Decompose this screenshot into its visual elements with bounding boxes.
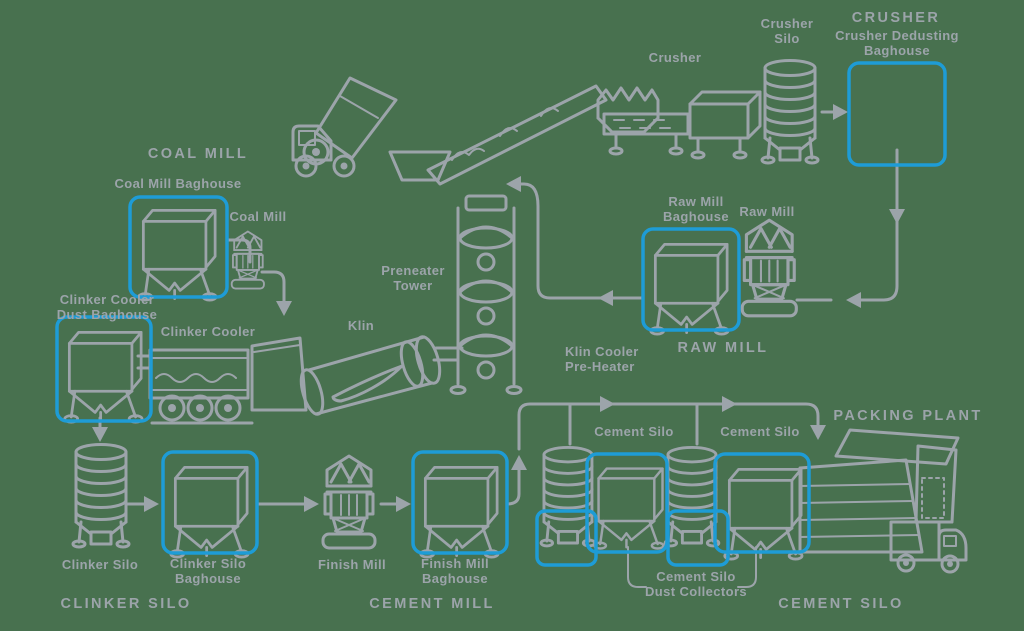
- label-raw-mill: Raw Mill: [739, 204, 795, 219]
- clinker-cooler-dust-baghouse-icon: [63, 330, 144, 424]
- raw-mill-icon: [740, 218, 798, 318]
- finish-mill-baghouse-icon: [419, 465, 500, 559]
- label-kiln: Klin: [347, 318, 375, 333]
- cement-silo-2-icon: [663, 446, 721, 548]
- label-cement-silo-2: Cement Silo: [720, 424, 800, 439]
- heading-crusher: CRUSHER: [851, 10, 941, 26]
- highlight-box-dust-collector-1: [535, 509, 598, 567]
- label-clinker-silo: Clinker Silo: [61, 557, 139, 572]
- label-finish-mill-baghouse: Finish Mill Baghouse: [421, 556, 489, 587]
- coal-mill-baghouse-icon: [137, 208, 218, 302]
- label-kiln-cooler-preheater: Klin Cooler Pre-Heater: [565, 344, 639, 375]
- heading-coal-mill: COAL MILL: [147, 146, 249, 162]
- label-coal-mill-baghouse: Coal Mill Baghouse: [114, 176, 242, 191]
- highlight-box-cement-baghouse-2: [713, 452, 811, 554]
- cement-silo-baghouse-1-icon: [593, 467, 665, 550]
- flow-arrow: [506, 176, 644, 306]
- label-clinker-cooler-dust-baghouse: Clinker Cooler Dust Baghouse: [56, 292, 158, 323]
- highlight-box-dust-collector-2: [666, 509, 730, 567]
- label-finish-mill: Finish Mill: [318, 557, 386, 572]
- delivery-truck-icon: [889, 520, 968, 574]
- highlight-boxes: [55, 61, 947, 567]
- heading-raw-mill: RAW MILL: [677, 340, 769, 356]
- heading-packing-plant: PACKING PLANT: [833, 408, 983, 424]
- cement-silo-baghouse-2-icon: [723, 467, 804, 561]
- label-raw-mill-baghouse: Raw Mill Baghouse: [662, 194, 730, 225]
- label-clinker-silo-baghouse: Clinker Silo Baghouse: [169, 556, 247, 587]
- kiln-icon: [250, 335, 464, 416]
- heading-cement-mill: CEMENT MILL: [369, 596, 495, 612]
- clinker-cooler-icon: [136, 348, 254, 425]
- crusher-icon: [596, 86, 762, 160]
- highlight-box-clinker-cooler-dust-baghouse: [55, 315, 153, 423]
- highlight-box-clinker-silo-baghouse: [161, 450, 259, 555]
- label-crusher-silo: Crusher Silo: [760, 16, 814, 47]
- clinker-silo-baghouse-icon: [169, 465, 250, 559]
- packing-plant-icon: [798, 428, 960, 554]
- label-cement-silo-dust-collectors: Cement Silo Dust Collectors: [644, 569, 748, 600]
- highlight-box-crusher-baghouse: [847, 61, 947, 167]
- raw-mill-baghouse-icon: [649, 242, 730, 336]
- conveyor-icon: [302, 84, 608, 186]
- flow-arrow: [260, 270, 292, 316]
- highlight-box-coal-mill-baghouse: [128, 195, 229, 299]
- highlight-box-raw-mill-baghouse: [641, 227, 741, 332]
- label-preheater-tower: Preneater Tower: [381, 263, 445, 294]
- flow-arrow: [379, 496, 411, 512]
- duct: [226, 238, 252, 264]
- heading-clinker-silo: CLINKER SILO: [60, 596, 192, 612]
- preheater-tower-icon: [449, 194, 523, 395]
- highlight-box-finish-mill-baghouse: [411, 450, 509, 555]
- flow-arrow: [126, 496, 159, 512]
- label-cement-silo-1: Cement Silo: [594, 424, 674, 439]
- label-crusher: Crusher: [648, 50, 702, 65]
- highlight-box-cement-baghouse-1: [585, 452, 669, 554]
- label-coal-mill: Coal Mill: [229, 209, 287, 224]
- label-clinker-cooler: Clinker Cooler: [160, 324, 256, 339]
- flow-arrow: [820, 104, 848, 120]
- clinker-silo-icon: [71, 443, 131, 549]
- callout-bracket: [627, 546, 757, 588]
- flow-arrow: [505, 396, 826, 506]
- label-crusher-dedusting-baghouse: Crusher Dedusting Baghouse: [835, 28, 959, 59]
- finish-mill-icon: [321, 454, 377, 550]
- feed-hopper-icon: [388, 150, 452, 182]
- crusher-silo-icon: [760, 59, 820, 165]
- flow-arrow: [256, 496, 319, 512]
- flow-arrow: [795, 148, 905, 308]
- heading-cement-silo: CEMENT SILO: [778, 596, 904, 612]
